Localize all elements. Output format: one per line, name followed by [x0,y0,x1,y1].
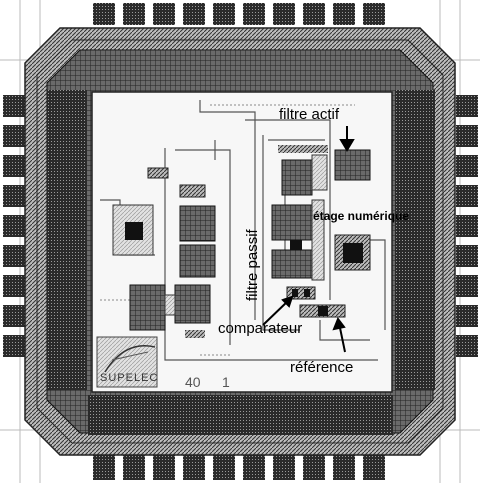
label-comparateur: comparateur [218,320,303,337]
supelec-logo [96,336,158,388]
label-reference: référence [290,359,354,376]
comparator-block [286,286,316,300]
digital-stage-block [334,234,371,271]
left-bond-pads [3,95,25,357]
interconnect-routing [100,100,386,361]
label-filtre-actif: filtre actif [279,106,340,123]
top-bond-pads [93,3,385,25]
logo-text: SUPELEC [100,372,159,384]
right-bond-pads [456,95,478,357]
label-etage-numerique: étage numérique [313,209,410,223]
annotation-arrows [262,126,355,353]
bottom-bond-pads [93,455,385,480]
chip-number-b: 1 [222,374,230,390]
left-analog-cluster [112,167,216,338]
active-filter-block [278,145,371,196]
reference-block [299,304,346,318]
chip-number-a: 40 [185,374,201,390]
label-filtre-passif: filtre passif [244,229,261,301]
passive-filter-block [271,199,325,281]
